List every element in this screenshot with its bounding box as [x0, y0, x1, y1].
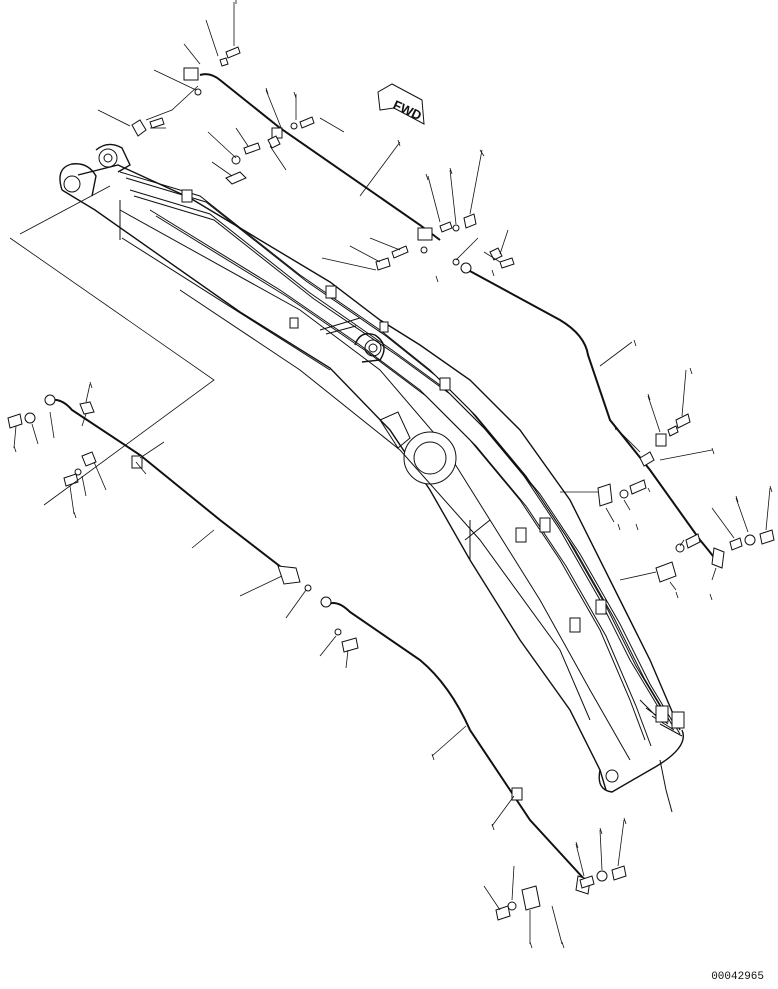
bolt — [685, 533, 701, 549]
bolt — [7, 413, 23, 429]
washer — [507, 901, 517, 911]
clamp-half — [131, 119, 147, 137]
hydraulic-tube-bundle — [119, 171, 685, 813]
bolt — [611, 865, 627, 881]
tube-flange — [277, 565, 301, 585]
clamp-bracket — [597, 483, 613, 507]
washer — [74, 468, 82, 476]
o-ring — [729, 537, 743, 551]
washer — [675, 543, 685, 553]
tube-clamp — [655, 705, 669, 723]
bolt — [629, 479, 647, 495]
tube-clamp — [271, 127, 283, 139]
tube-clamp — [539, 517, 551, 533]
o-ring — [667, 425, 679, 437]
clamp-half — [267, 135, 281, 149]
o-ring — [452, 258, 460, 266]
tube-clamp — [181, 189, 193, 203]
o-ring — [334, 628, 342, 636]
tube-clamp — [289, 317, 299, 329]
clamp-half — [639, 451, 655, 467]
boom-foot-pin — [605, 769, 619, 783]
upper-tube-assembly — [131, 46, 477, 271]
tube-clamp — [511, 787, 523, 801]
bolt — [463, 213, 477, 229]
o-ring — [579, 875, 595, 889]
tube-flange — [183, 67, 199, 81]
tube-clamp — [325, 285, 337, 299]
bolt — [243, 142, 261, 155]
tube-flange — [44, 394, 56, 406]
bolt — [225, 46, 241, 59]
bolt — [391, 245, 409, 259]
tube-flange — [460, 262, 472, 274]
clamp-bracket — [655, 561, 677, 583]
clamp-plate — [225, 171, 247, 185]
tube-clamp — [569, 617, 581, 633]
drawing-reference-code: 00042965 — [711, 971, 764, 983]
washer — [219, 57, 229, 67]
right-tube-assembly — [452, 247, 775, 583]
boom-head-pin — [63, 175, 81, 193]
bottom-tube-assembly — [320, 596, 627, 921]
leader-lines — [9, 2, 771, 945]
washer — [452, 224, 460, 232]
bolt — [63, 473, 79, 487]
fwd-direction-marker: FWD — [377, 83, 425, 125]
bolt — [439, 221, 453, 233]
bolt — [495, 905, 511, 921]
clamp-half — [79, 401, 95, 415]
washer — [24, 412, 36, 424]
washer — [231, 155, 241, 165]
bolt — [759, 529, 775, 545]
bolt — [299, 116, 315, 129]
tube-flange — [711, 547, 725, 569]
washer — [744, 534, 756, 546]
bolt — [499, 257, 515, 269]
tube-clamp — [515, 527, 527, 543]
tube-clamp — [439, 377, 451, 391]
o-ring — [304, 584, 312, 592]
tube-clamp — [595, 599, 607, 615]
o-ring — [194, 88, 202, 96]
washer — [619, 489, 629, 499]
tube-flange — [417, 227, 433, 241]
left-tube-assembly — [7, 394, 312, 592]
o-ring — [420, 246, 428, 254]
tube-flange — [320, 596, 332, 608]
washer — [596, 870, 608, 882]
bolt — [675, 413, 691, 429]
boom-structure — [59, 143, 684, 793]
clamp-half — [375, 257, 391, 271]
clamp-bracket — [521, 885, 541, 911]
clamp-half — [81, 451, 97, 467]
tube-flange — [655, 433, 667, 447]
tube-clamp — [379, 321, 389, 333]
washer — [290, 122, 298, 130]
tube-clamp — [671, 711, 685, 729]
bolt — [149, 117, 165, 129]
bolt — [341, 637, 359, 653]
item-number-marks — [13, 0, 773, 949]
tube-clamp — [131, 455, 143, 469]
